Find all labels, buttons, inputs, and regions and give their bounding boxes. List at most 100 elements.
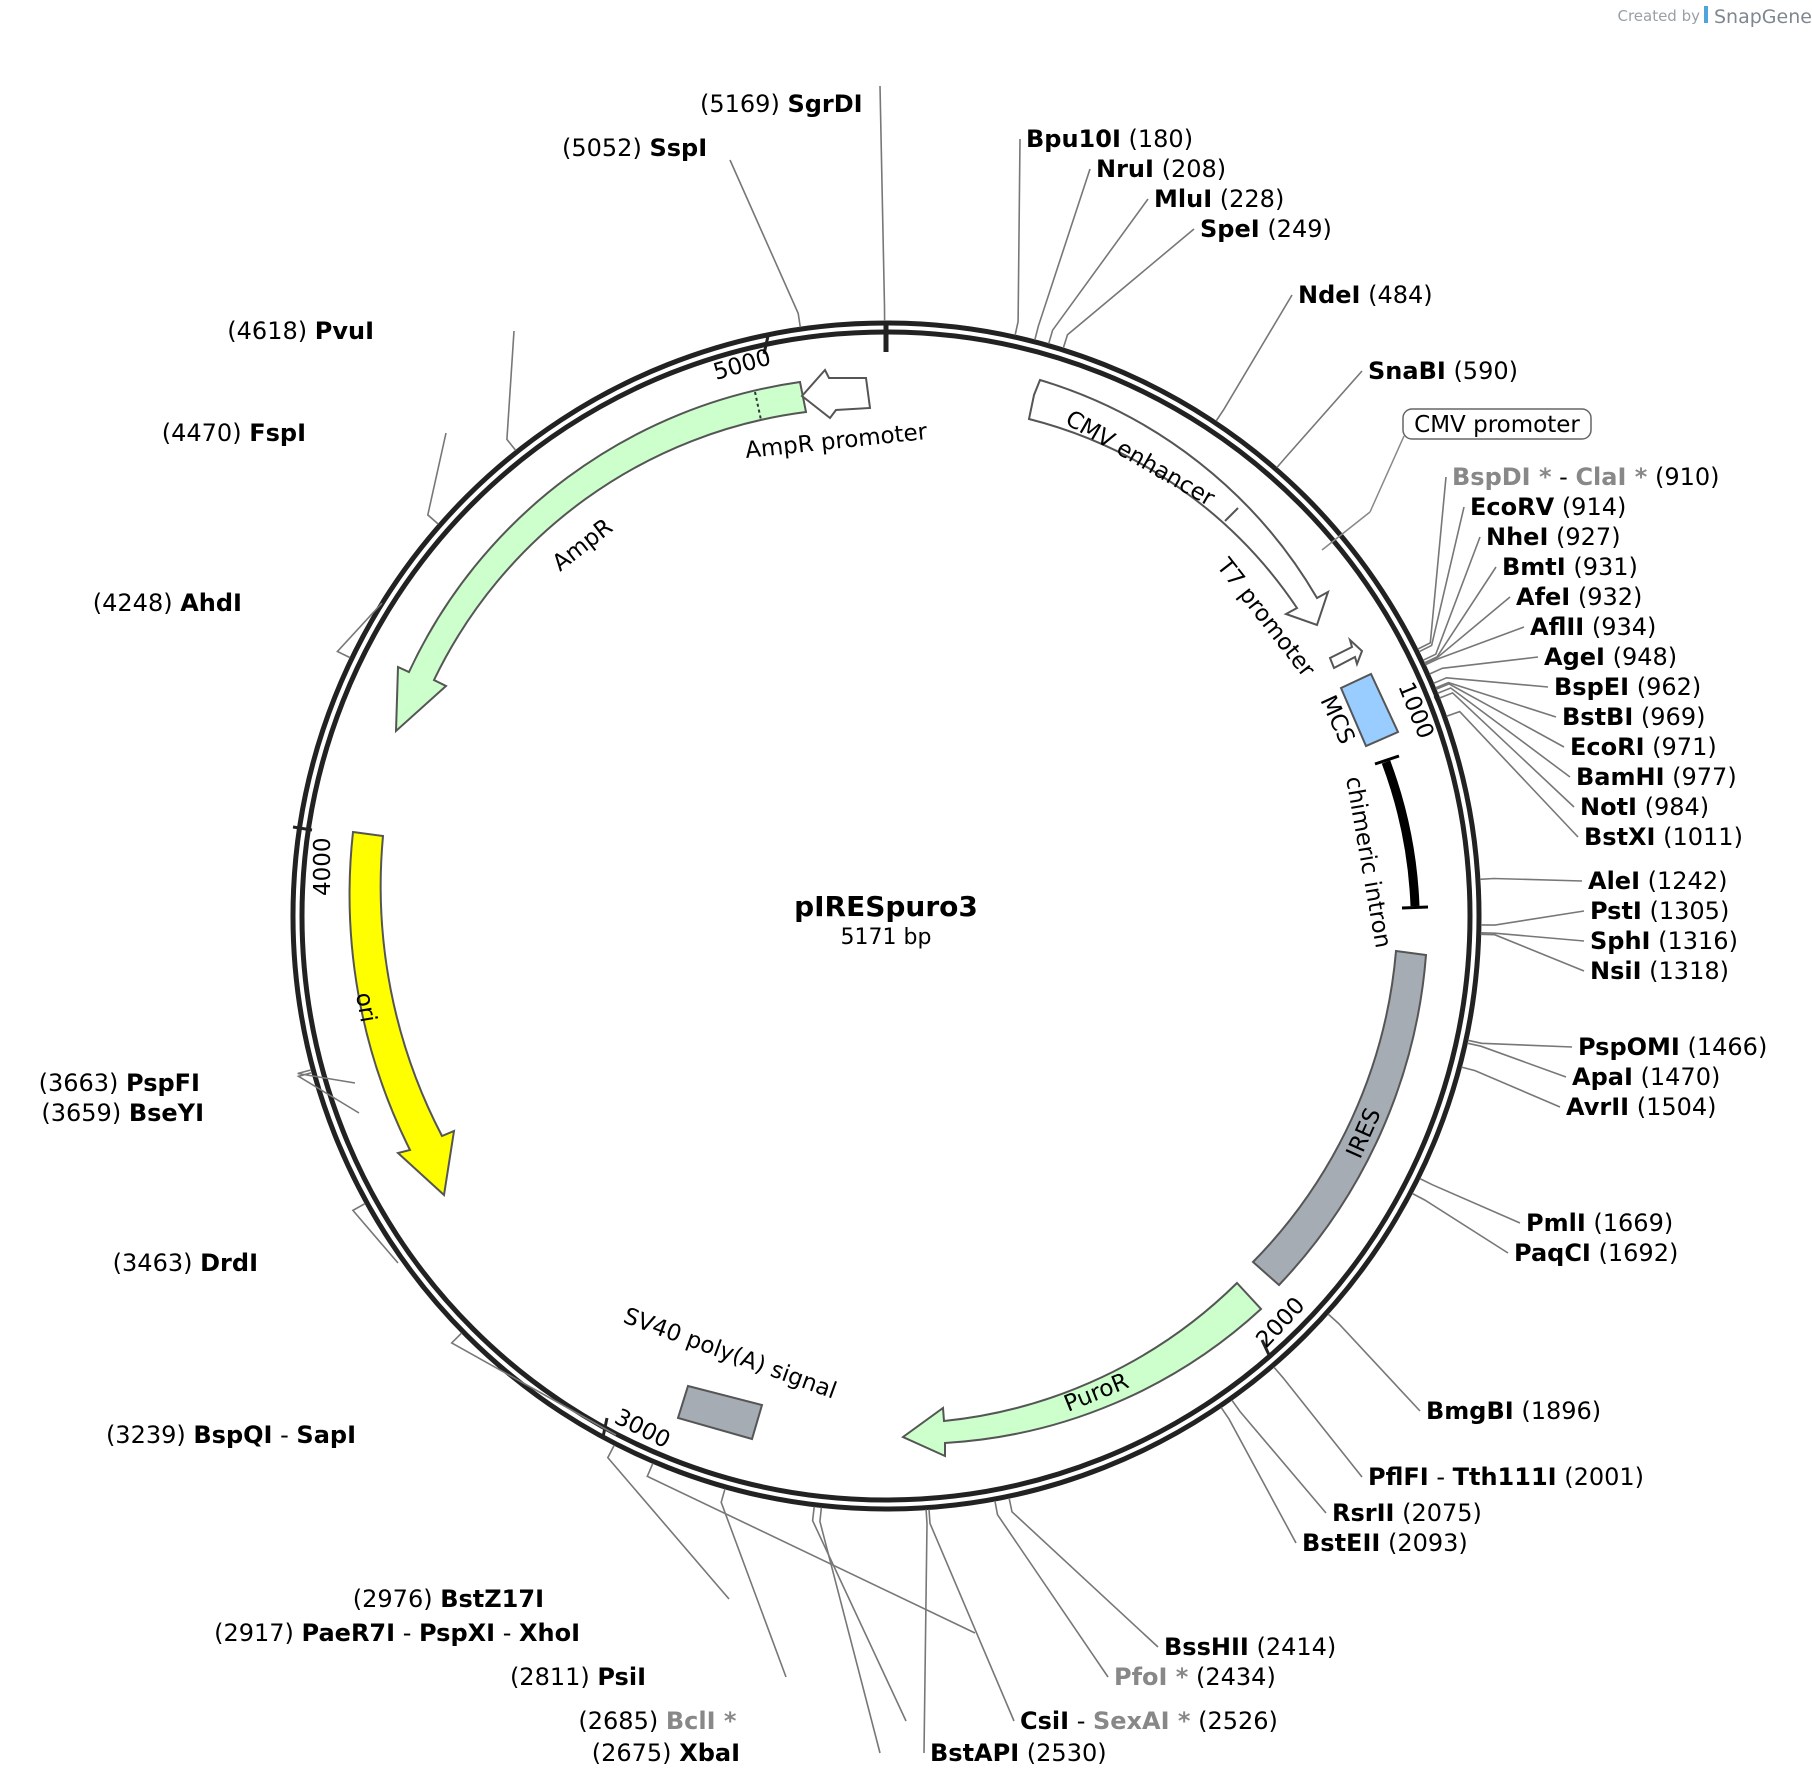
enzyme-name: PstI [1590,897,1642,925]
site-position: (1470) [1641,1063,1721,1091]
site-leader-2 [729,159,802,328]
site-position: (1692) [1599,1239,1679,1267]
site-position: (2001) [1564,1463,1644,1491]
enzyme-name: SapI [296,1421,356,1449]
feature-ampr-promoter-label: AmpR promoter [744,419,929,464]
tick-5000-label: 5000 [710,345,773,386]
site-position: (2526) [1198,1707,1278,1735]
site-label-sphi: SphI (1316) [1590,927,1738,955]
enzyme-name: XbaI [679,1739,740,1767]
site-position: (2917) [214,1619,294,1647]
site-label-bstbi: BstBI (969) [1562,703,1705,731]
enzyme-name: BclI * [666,1707,737,1735]
enzyme-name: BstBI [1562,703,1633,731]
site-position: (1669) [1593,1209,1673,1237]
plasmid-length: 5171 bp [841,925,932,950]
site-label-bspqi: (3239) BspQI - SapI [106,1421,356,1449]
site-label-rsrii: RsrII (2075) [1332,1499,1482,1527]
site-leader-45 [351,1202,399,1264]
site-leader-23 [1480,910,1585,926]
enzyme-name: SexAI * [1093,1707,1191,1735]
site-leader-29 [1419,1177,1521,1224]
enzyme-name: PaeR7I [302,1619,396,1647]
site-position: (977) [1672,763,1737,791]
site-position: (4470) [162,419,242,447]
site-position: (228) [1220,185,1285,213]
site-leader-46 [296,1071,360,1114]
feature-cmv-promoter-label: CMV promoter [1414,412,1580,438]
site-position: (971) [1652,733,1717,761]
site-leader-9 [1417,476,1447,650]
site-position: (931) [1573,553,1638,581]
site-label-psti: PstI (1305) [1590,897,1729,925]
tick-3000-mark [601,1417,609,1438]
site-position: (969) [1641,703,1706,731]
feature-ampr-label: AmpR [548,514,618,577]
site-label-spei: SpeI (249) [1200,215,1332,243]
site-position: (5052) [562,134,642,162]
site-label-pvui: (4618) PvuI [227,317,374,345]
site-label-sspi: (5052) SspI [562,134,707,162]
site-label-bmti: BmtI (931) [1502,553,1638,581]
enzyme-name: BmgBI [1426,1397,1514,1425]
site-position: (3659) [41,1099,121,1127]
enzyme-name: NruI [1096,155,1154,183]
site-label-drdi: (3463) DrdI [113,1249,258,1277]
enzyme-name: BstXI [1584,823,1655,851]
site-leader-30 [1411,1192,1509,1254]
site-leader-43 [606,1444,730,1600]
enzyme-name: EcoRI [1570,733,1645,761]
site-leader-16 [1433,676,1549,688]
site-leader-15 [1429,656,1539,675]
enzyme-name: PspFI [126,1069,200,1097]
site-label-snabi: SnaBI (590) [1368,357,1518,385]
enzyme-name: PsiI [597,1663,646,1691]
site-position: (4618) [227,317,307,345]
site-position: (2414) [1256,1633,1336,1661]
enzyme-name: AhdI [180,589,242,617]
site-label-bsshii: BssHII (2414) [1164,1633,1336,1661]
site-position: (1466) [1688,1033,1768,1061]
site-position: (948) [1613,643,1678,671]
site-leader-35 [1008,1497,1159,1648]
enzyme-name: Bpu10I [1026,125,1121,153]
snapgene-credit: Created by SnapGene [1617,6,1812,28]
site-leader-50 [506,330,517,451]
cmv-enhancer-arrow [1027,378,1330,627]
site-position: (484) [1368,281,1433,309]
enzyme-name: PmlI [1526,1209,1586,1237]
site-label-bstapi: BstAPI (2530) [930,1739,1107,1767]
enzyme-name: ClaI * [1575,463,1647,491]
enzyme-name: AflII [1530,613,1584,641]
enzyme-name: AgeI [1544,643,1605,671]
site-position: (910) [1655,463,1720,491]
enzyme-name: RsrII [1332,1499,1394,1527]
site-label-ecorv: EcoRV (914) [1470,493,1626,521]
site-leader-36 [994,1500,1109,1678]
site-position: (3663) [39,1069,119,1097]
site-leader-3 [1014,138,1021,336]
feature-sv40-polya-label: SV40 poly(A) signal [620,1303,840,1404]
site-label-agei: AgeI (948) [1544,643,1677,671]
site-position: (2093) [1388,1529,1468,1557]
ampr-arrow [394,380,808,734]
site-leader-11 [1422,536,1481,661]
site-label-avrii: AvrII (1504) [1566,1093,1717,1121]
site-leader-4 [1034,168,1091,341]
site-leader-13 [1424,596,1511,665]
site-leader-20 [1439,691,1575,808]
site-label-nsii: NsiI (1318) [1590,957,1729,985]
site-position: (1318) [1649,957,1729,985]
cmv-promoter-leader [1321,511,1371,551]
site-position: (2675) [592,1739,672,1767]
enzyme-name: BamHI [1576,763,1665,791]
site-label-bamhi: BamHI (977) [1576,763,1737,791]
tick-4000-label: 4000 [310,837,336,896]
enzyme-name: NotI [1580,793,1637,821]
site-position: (1305) [1650,897,1730,925]
site-label-pmli: PmlI (1669) [1526,1209,1673,1237]
plasmid-title: pIRESpuro3 5171 bp [794,890,978,950]
site-label-mlui: MluI (228) [1154,185,1284,213]
